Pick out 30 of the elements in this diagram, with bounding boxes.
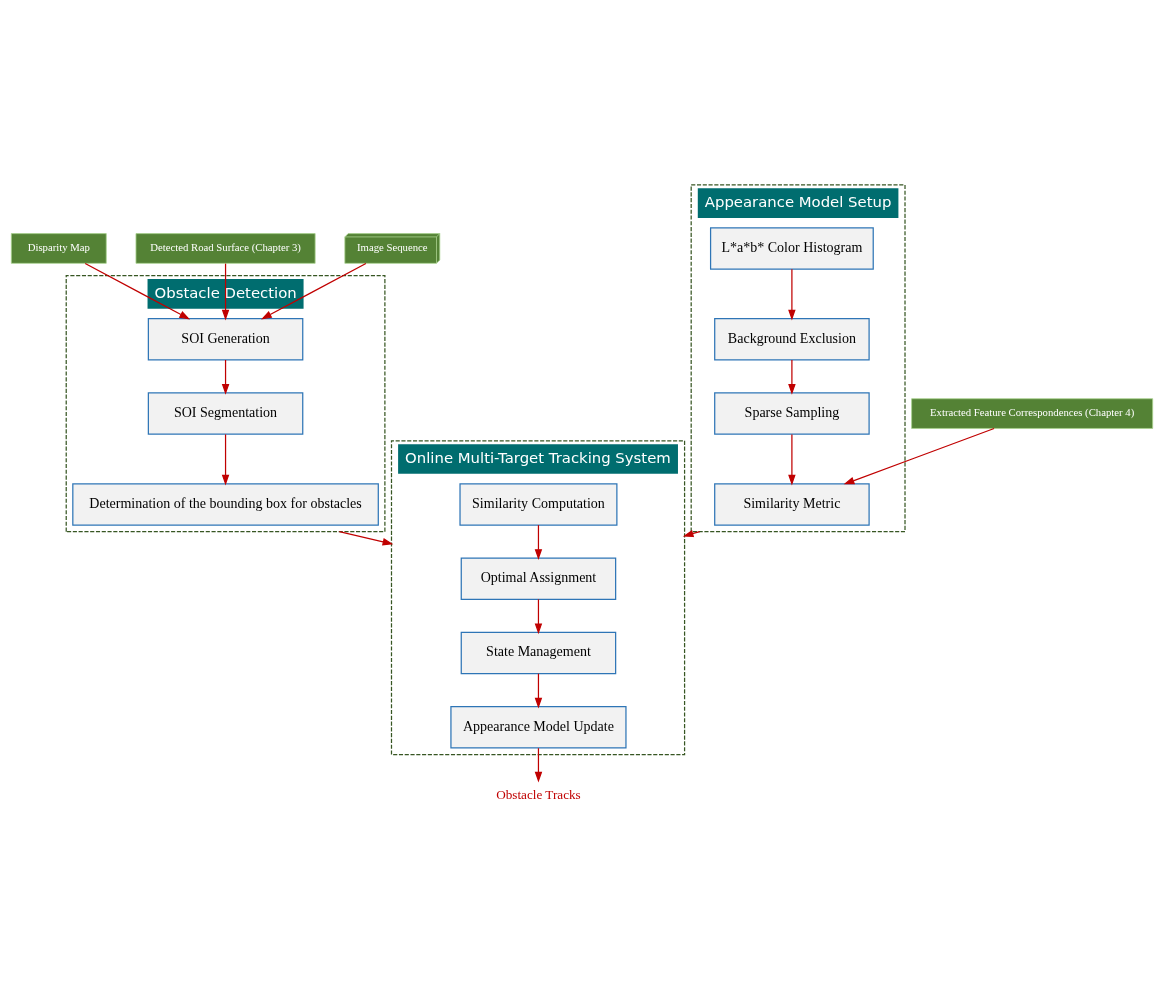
arrow — [682, 529, 701, 538]
node-box: Appearance Model Update — [450, 706, 627, 749]
node-box: SOI Generation — [147, 318, 304, 361]
arrow — [84, 262, 191, 320]
node-box: Similarity Metric — [714, 483, 870, 526]
node-box: SOI Segmentation — [147, 392, 304, 435]
arrow — [338, 531, 394, 546]
arrow — [788, 268, 796, 321]
arrow — [221, 263, 230, 321]
arrow — [221, 433, 230, 486]
arrow — [788, 359, 796, 395]
node-box: Sparse Sampling — [714, 392, 870, 435]
node-box: Disparity Map — [10, 233, 107, 264]
arrow — [788, 433, 796, 486]
node-box: Detected Road Surface (Chapter 3) — [135, 233, 316, 264]
node-box: Determination of the bounding box for obstacles — [72, 483, 379, 526]
node-box: Similarity Computation — [459, 483, 618, 526]
node-box: State Management — [460, 631, 617, 675]
arrow — [221, 359, 230, 395]
arrow — [261, 262, 367, 320]
arrow — [534, 673, 543, 709]
arrow — [534, 598, 543, 635]
arrow — [534, 524, 543, 560]
node-box: Optimal Assignment — [460, 557, 617, 600]
node-box: Extracted Feature Correspondences (Chapter 4) — [911, 398, 1154, 429]
arrow — [843, 427, 995, 485]
node-text: Obstacle Tracks — [496, 786, 581, 802]
node-box: L*a*b* Color Histogram — [709, 227, 874, 270]
node-box: Background Exclusion — [714, 318, 870, 361]
arrow — [534, 747, 543, 783]
